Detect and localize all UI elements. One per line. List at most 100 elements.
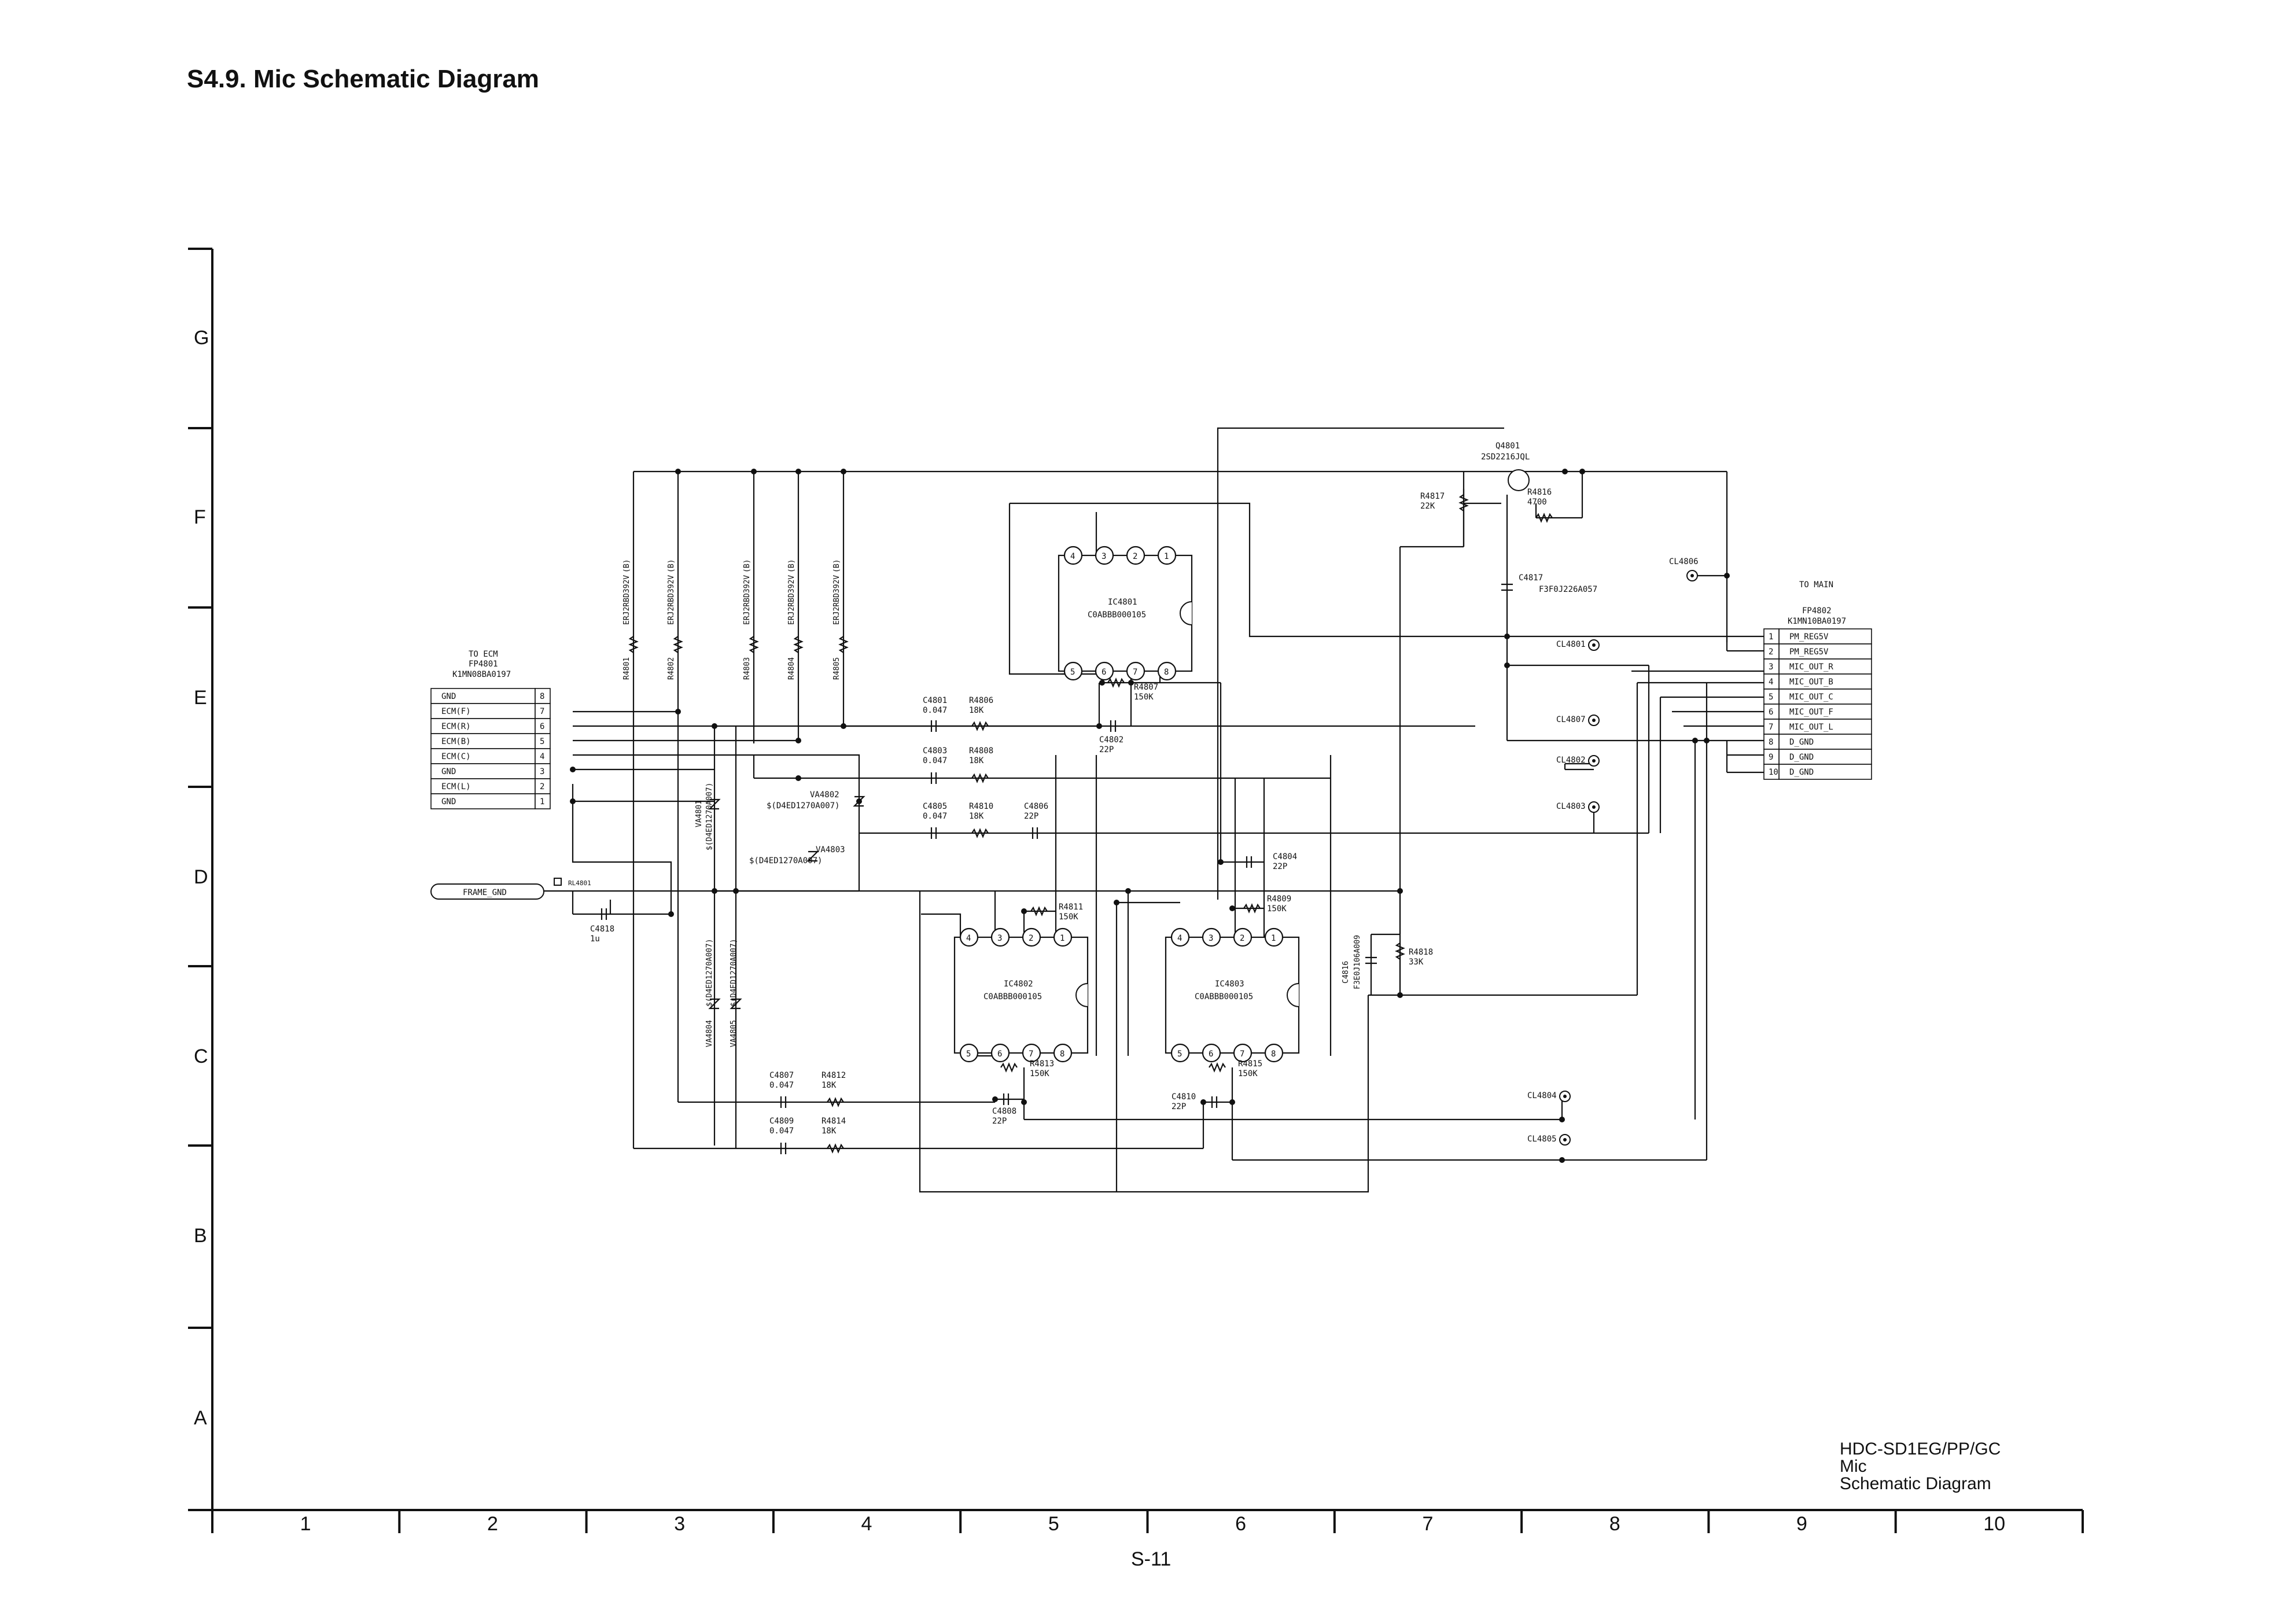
va4805-ref: VA4805	[730, 1020, 738, 1047]
c4803-ref: C4803	[923, 746, 947, 756]
c4817-ref: C4817	[1519, 573, 1543, 583]
junction-dot	[856, 798, 862, 804]
junction-dot	[1021, 1099, 1027, 1105]
va4801-part: $(D4ED1270A007)	[705, 783, 714, 850]
ic-pin	[1053, 927, 1073, 947]
r4813	[1000, 1062, 1018, 1073]
ic-pin	[1053, 1043, 1073, 1063]
junction-dot	[1218, 859, 1224, 865]
connector-pin-name: GND	[441, 692, 456, 701]
connector-pin-name: ECM(R)	[441, 722, 471, 731]
r4816-ref: R4816	[1527, 488, 1552, 497]
ic-pin-number: 1	[1060, 934, 1064, 943]
junction-dot	[675, 469, 681, 474]
ic-pin	[1095, 546, 1114, 565]
junction-dot	[795, 469, 801, 474]
ic-pin-number: 1	[1164, 552, 1169, 561]
junction-dot	[1397, 888, 1403, 894]
r4808-ref: R4808	[969, 746, 993, 756]
r4815	[1209, 1062, 1226, 1073]
r4806-ref: R4806	[969, 696, 993, 705]
junction-dot	[1724, 573, 1730, 579]
connector-pin-name: PM_REG5V	[1789, 632, 1829, 642]
test-point-dot	[1592, 759, 1596, 763]
c4804-value: 22P	[1273, 862, 1287, 871]
c4818-ref: C4818	[590, 925, 614, 934]
page-title: S4.9. Mic Schematic Diagram	[187, 65, 539, 93]
connector-pin-number: 5	[1769, 693, 1773, 702]
frame-gnd-label: FRAME_GND	[463, 888, 507, 897]
ic-pin	[959, 927, 979, 947]
col-label-3: 3	[674, 1513, 685, 1535]
ic-pin	[959, 1043, 979, 1063]
junction-dot	[841, 723, 846, 729]
c4818-value: 1u	[590, 934, 600, 944]
r4811	[1030, 906, 1048, 916]
ic-body	[953, 936, 1089, 1054]
connector-pin-name: MIC_OUT_L	[1789, 723, 1833, 732]
r4810-ref: R4810	[969, 802, 993, 811]
ic-pin	[1063, 661, 1083, 681]
fp4801-ref: FP4801	[469, 660, 498, 669]
r4808-value: 18K	[969, 756, 984, 765]
c4802-value: 22P	[1099, 745, 1114, 754]
c4816-ref: C4816	[1342, 961, 1350, 984]
bias-resistor-tol: (B)	[622, 559, 631, 573]
connector-pin-cell	[430, 748, 536, 764]
bias-resistor-r4804	[793, 636, 804, 653]
junction-dot	[1229, 1099, 1235, 1105]
r4815-value: 150K	[1238, 1069, 1258, 1078]
rl4801-marker	[554, 878, 562, 886]
connector-pin-name: ECM(F)	[441, 707, 471, 716]
connector-pin-number: 3	[540, 767, 544, 776]
c4807-value: 0.047	[769, 1081, 794, 1090]
junction-dot	[712, 723, 717, 729]
connector-pin-number-cell	[1763, 688, 1780, 705]
ic-pin	[1022, 927, 1041, 947]
va4802-part: $(D4ED1270A007)	[767, 801, 839, 811]
test-point-label: CL4803	[1556, 802, 1586, 811]
ic-pin	[1126, 661, 1145, 681]
q4801-ref: Q4801	[1495, 441, 1520, 451]
connector-pin-number: 2	[1769, 647, 1773, 657]
c4802-ref: C4802	[1099, 735, 1123, 745]
varistor-symbol	[730, 998, 742, 1010]
r4818-ref: R4818	[1409, 948, 1433, 957]
connector-pin-name: D_GND	[1789, 753, 1814, 762]
c4810-value: 22P	[1172, 1102, 1186, 1111]
ic-pin	[1233, 1043, 1253, 1063]
junction-dot	[1200, 1099, 1206, 1105]
c4807-ref: C4807	[769, 1071, 794, 1080]
bias-resistor-tol: (B)	[787, 559, 796, 573]
bias-resistor-part: ERJ2RBD392V	[743, 575, 752, 625]
r4817-ref: R4817	[1420, 492, 1445, 501]
ic-pin	[1126, 546, 1145, 565]
r4807-value: 150K	[1134, 693, 1154, 702]
r4812-value: 18K	[822, 1081, 837, 1090]
ic-pin-number: 4	[1070, 552, 1075, 561]
r4807	[1107, 677, 1125, 688]
ic-part: C0ABBB000105	[983, 992, 1042, 1001]
r4807-ref: R4807	[1134, 683, 1158, 692]
connector-pin-number: 4	[1769, 677, 1773, 687]
connector-pin-name: GND	[441, 797, 456, 807]
connector-pin-number-cell	[1763, 749, 1780, 765]
ic-pin-number: 5	[1177, 1049, 1182, 1059]
connector-pin-number-cell	[1763, 719, 1780, 735]
connector-pin-number: 4	[540, 752, 544, 761]
connector-pin-cell	[1778, 719, 1872, 735]
fp4802-part: K1MN10BA0197	[1788, 617, 1846, 626]
ic-pin-number: 7	[1133, 668, 1137, 677]
test-point-dot	[1563, 1138, 1567, 1141]
ic-pin	[1095, 661, 1114, 681]
col-label-2: 2	[487, 1513, 498, 1535]
va4803-part: $(D4ED1270A007)	[749, 856, 822, 866]
r4811-value: 150K	[1059, 912, 1078, 922]
va4804-ref: VA4804	[705, 1020, 714, 1047]
c4810-ref: C4810	[1172, 1092, 1196, 1102]
bias-resistor-tol: (B)	[743, 559, 752, 573]
ic-ref: IC4803	[1215, 979, 1244, 989]
ic-pin	[1170, 1043, 1190, 1063]
